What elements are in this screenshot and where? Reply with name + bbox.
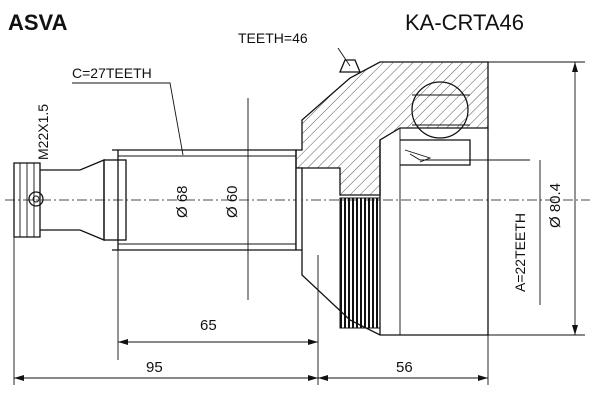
part-number: KA-CRTA46: [405, 10, 524, 35]
length-spline-label: 65: [200, 317, 217, 334]
hub-spline-label: A=22TEETH: [512, 213, 528, 292]
diameter-outer-label: Ø 80.4: [547, 183, 564, 228]
diameter-neck-label: Ø 60: [224, 185, 241, 218]
horizontal-dimension-lines: [13, 237, 489, 385]
shaft-spline-label: C=27TEETH: [72, 65, 152, 81]
thread-label: M22X1.5: [35, 104, 51, 160]
diameter-shaft-label: Ø 68: [174, 185, 191, 218]
outer-housing: [295, 59, 489, 336]
length-shaft-label: 95: [146, 359, 163, 376]
abs-ring: [339, 197, 381, 329]
spline-shaft: [103, 149, 297, 251]
threaded-end: [13, 162, 44, 238]
vertical-dimension-lines: [247, 61, 585, 336]
brand-logo: ASVA: [8, 10, 68, 35]
ball-cage: [400, 81, 471, 166]
length-housing-label: 56: [396, 359, 413, 376]
abs-teeth-label: TEETH=46: [238, 30, 308, 46]
